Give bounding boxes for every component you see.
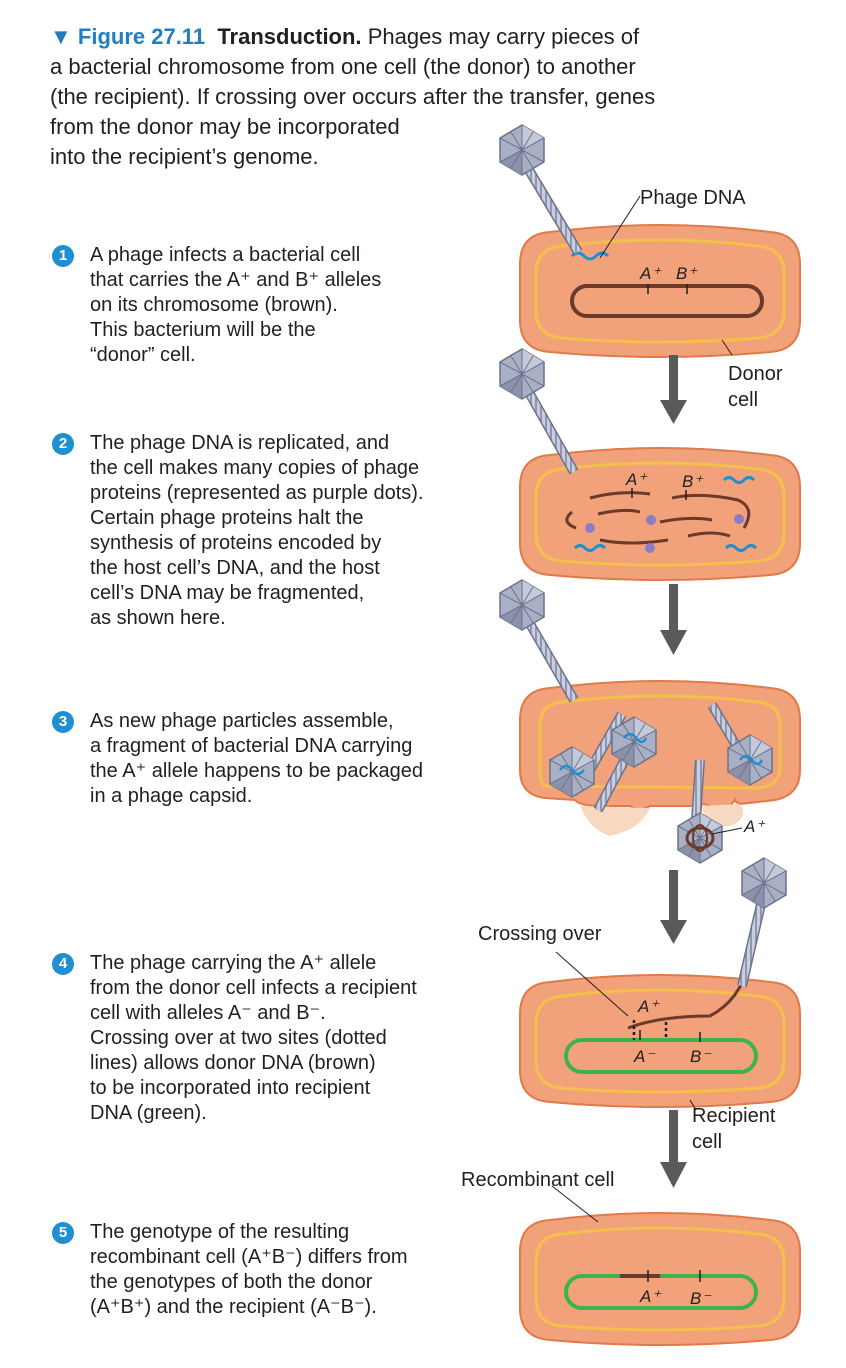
- infected-cell: [518, 446, 802, 582]
- caption-line-1: ▼ Figure 27.11 Transduction. Phages may …: [50, 22, 750, 52]
- phage-attaching: [499, 124, 583, 255]
- down-arrow: [660, 584, 687, 655]
- recipient-cell-label-2: cell: [692, 1131, 723, 1153]
- recipient-cell: [518, 964, 802, 1109]
- allele-a-plus: A⁺: [743, 817, 766, 836]
- step-line: the A⁺ allele happens to be packaged: [90, 760, 424, 782]
- down-arrow: [660, 355, 687, 424]
- step-3: 3 As new phage particles assemble, a fra…: [52, 709, 502, 809]
- step-line: “donor” cell.: [90, 344, 196, 366]
- allele-a-plus: A⁺: [637, 997, 660, 1016]
- down-arrow: [660, 870, 687, 944]
- allele-b-minus: B⁻: [690, 1047, 712, 1066]
- figure-caption: ▼ Figure 27.11 Transduction. Phages may …: [50, 22, 750, 172]
- step-line: synthesis of proteins encoded by: [90, 532, 382, 554]
- down-arrow: [660, 1110, 687, 1188]
- step-5: 5 The genotype of the resulting recombin…: [52, 1220, 502, 1320]
- step-line: the cell makes many copies of phage: [90, 457, 420, 479]
- a-plus-leader: [711, 827, 743, 835]
- step-line: (A⁺B⁺) and the recipient (A⁻B⁻).: [90, 1296, 377, 1318]
- step-line: from the donor cell infects a recipient: [90, 977, 417, 999]
- step-number-badge: 3: [52, 711, 74, 733]
- step-2: 2 The phage DNA is replicated, and the c…: [52, 431, 502, 631]
- step-line: Crossing over at two sites (dotted: [90, 1027, 387, 1049]
- allele-a-minus: A⁻: [633, 1047, 656, 1066]
- step-line: The phage DNA is replicated, and: [90, 432, 390, 454]
- step-line: The genotype of the resulting: [90, 1221, 350, 1243]
- step-line: The phage carrying the A⁺ allele: [90, 952, 377, 974]
- step-line: as shown here.: [90, 607, 226, 629]
- caption-line: into the recipient’s genome.: [50, 144, 319, 169]
- caption-line: (the recipient). If crossing over occurs…: [50, 84, 656, 109]
- allele-a-plus: A⁺: [625, 470, 648, 489]
- step-line: the genotypes of both the donor: [90, 1271, 373, 1293]
- allele-a-plus: A⁺: [639, 264, 662, 283]
- donor-cell: [518, 223, 802, 359]
- recipient-leader: [689, 1099, 697, 1111]
- allele-a-plus: A⁺: [639, 1287, 662, 1306]
- phage-dna-leader: [599, 195, 641, 259]
- caption-line: a bacterial chromosome from one cell (th…: [50, 54, 636, 79]
- donor-cell-label-1: Donor: [728, 363, 783, 385]
- crossing-over-label: Crossing over: [478, 923, 602, 945]
- figure-label: ▼ Figure 27.11: [50, 24, 206, 49]
- step-line: Certain phage proteins halt the: [90, 507, 364, 529]
- allele-b-plus: B⁺: [676, 264, 698, 283]
- step-number-badge: 2: [52, 433, 74, 455]
- donor-leader: [721, 339, 733, 356]
- step-line: As new phage particles assemble,: [90, 710, 394, 732]
- crossing-over-leader: [555, 951, 629, 1017]
- caption-line: from the donor may be incorporated: [50, 114, 400, 139]
- step-number-badge: 5: [52, 1222, 74, 1244]
- step-line: A phage infects a bacterial cell: [90, 244, 361, 266]
- step-number-badge: 4: [52, 953, 74, 975]
- step-line: DNA (green).: [90, 1102, 207, 1124]
- step-line: recombinant cell (A⁺B⁻) differs from: [90, 1246, 408, 1268]
- step-line: lines) allows donor DNA (brown): [90, 1052, 376, 1074]
- phage-dna-label: Phage DNA: [640, 187, 746, 209]
- step-line: This bacterium will be the: [90, 319, 316, 341]
- allele-b-minus: B⁻: [690, 1289, 712, 1308]
- step-line: the host cell’s DNA, and the host: [90, 557, 380, 579]
- step-line: on its chromosome (brown).: [90, 294, 338, 316]
- recombinant-leader: [551, 1185, 599, 1223]
- step-line: a fragment of bacterial DNA carrying: [90, 735, 413, 757]
- phage-injecting: [737, 857, 787, 988]
- step-line: to be incorporated into recipient: [90, 1077, 371, 1099]
- recombinant-cell-label: Recombinant cell: [461, 1169, 615, 1191]
- step-line: in a phage capsid.: [90, 785, 253, 807]
- step-line: proteins (represented as purple dots).: [90, 482, 424, 504]
- allele-b-plus: B⁺: [682, 472, 704, 491]
- caption-line-1-rest: Phages may carry pieces of: [367, 24, 640, 49]
- figure-title: Transduction.: [217, 24, 362, 49]
- phage-attaching: [499, 348, 579, 475]
- donor-cell-label-2: cell: [728, 389, 759, 411]
- step-number-badge: 1: [52, 245, 74, 267]
- step-1: 1 A phage infects a bacterial cell that …: [52, 243, 502, 368]
- step-line: that carries the A⁺ and B⁺ alleles: [90, 269, 382, 291]
- recipient-cell-label-1: Recipient: [692, 1105, 776, 1127]
- step-line: cell with alleles A⁻ and B⁻.: [90, 1002, 326, 1024]
- step-line: cell’s DNA may be fragmented,: [90, 582, 365, 604]
- step-4: 4 The phage carrying the A⁺ allele from …: [52, 951, 502, 1126]
- recombinant-cell: [518, 1211, 802, 1347]
- new-phage-particles: [499, 579, 773, 864]
